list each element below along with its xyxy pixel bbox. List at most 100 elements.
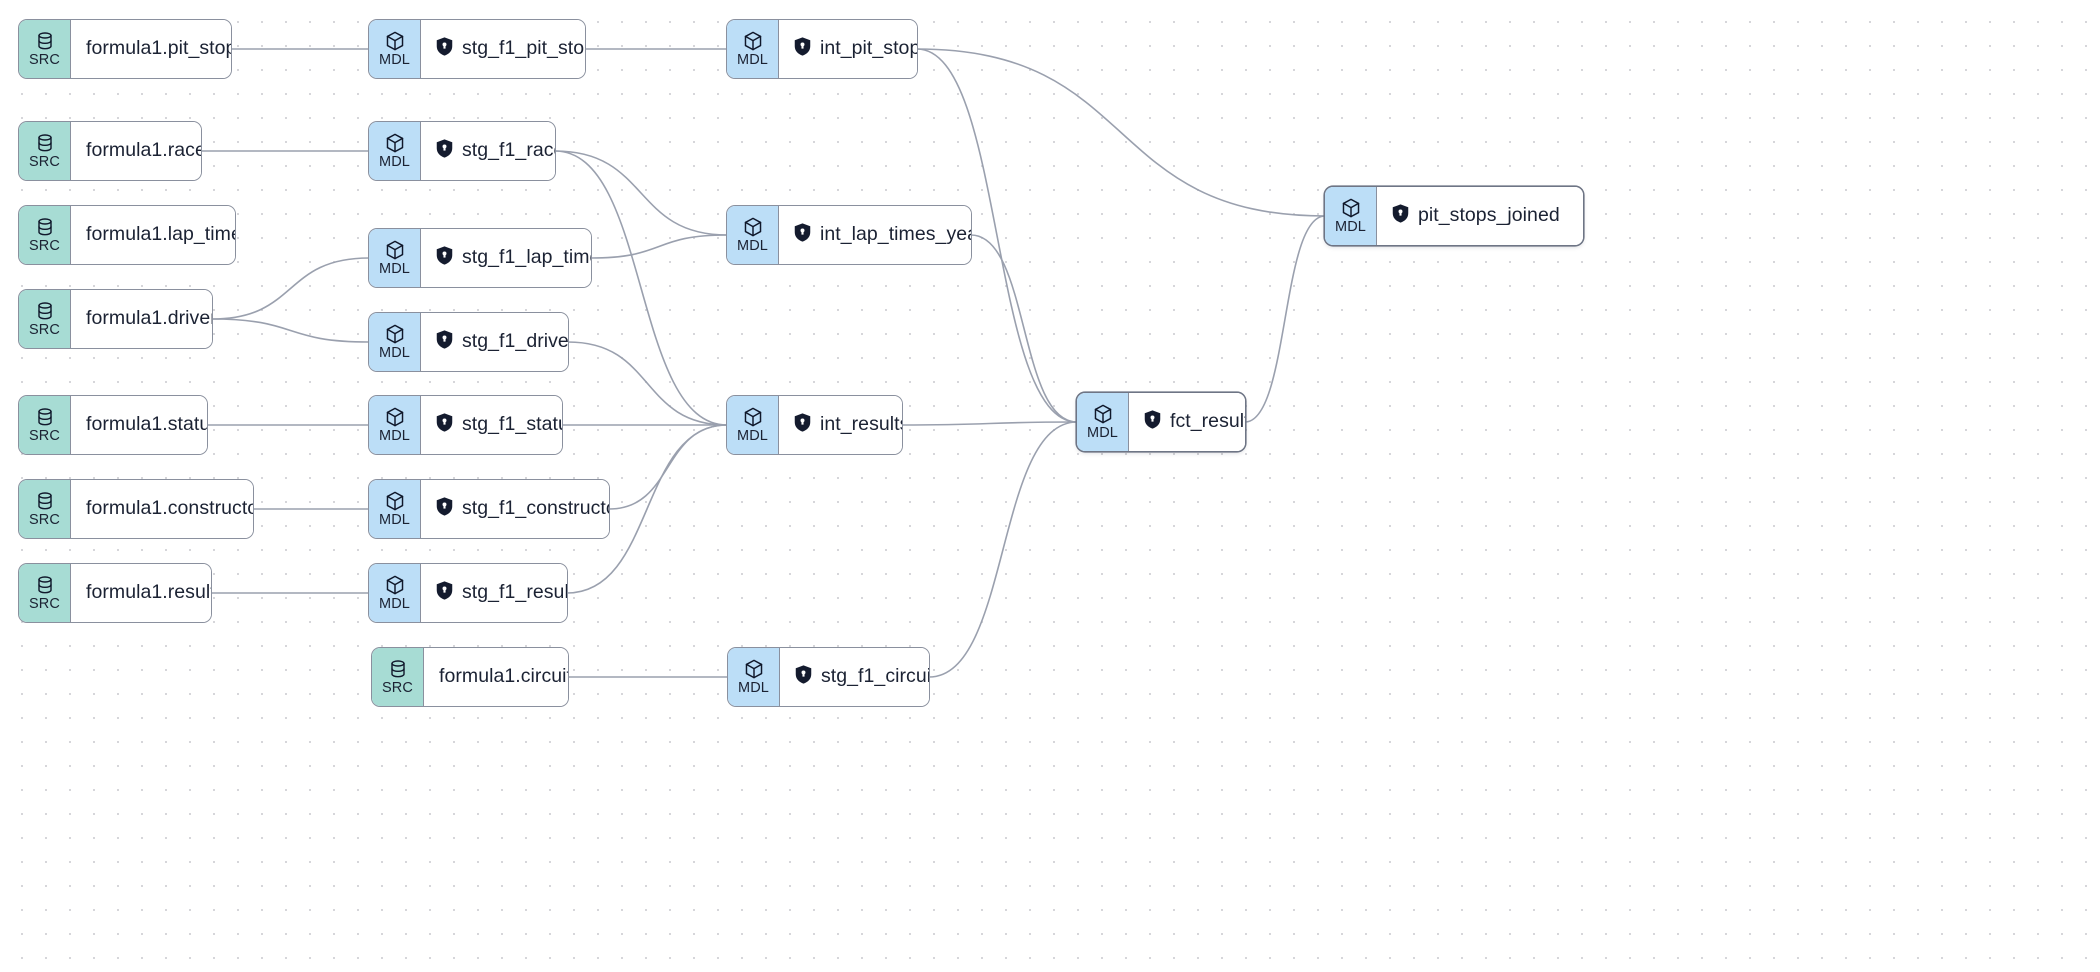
node-label: formula1.races	[86, 139, 201, 162]
node-body[interactable]: fct_results	[1129, 393, 1245, 451]
badge-label: MDL	[738, 680, 769, 696]
node-label: stg_f1_pit_stops	[462, 37, 585, 60]
lineage-node-src_lap_times[interactable]: SRC formula1.lap_times	[19, 206, 235, 264]
node-body[interactable]: stg_f1_lap_times	[421, 229, 591, 287]
node-body[interactable]: int_pit_stops	[779, 20, 917, 78]
lineage-node-src_pit_stops[interactable]: SRC formula1.pit_stops	[19, 20, 231, 78]
edge-stg_constructors-to-int_results	[608, 424, 728, 510]
lineage-node-stg_constructors[interactable]: MDL stg_f1_constructors	[369, 480, 609, 538]
node-label: pit_stops_joined	[1418, 204, 1560, 227]
node-label: stg_f1_drivers	[462, 330, 568, 353]
lineage-node-src_status[interactable]: SRC formula1.status	[19, 396, 207, 454]
src-badge: SRC	[19, 396, 71, 454]
lineage-node-src_drivers[interactable]: SRC formula1.drivers	[19, 290, 212, 348]
badge-label: MDL	[379, 512, 410, 528]
badge-label: SRC	[382, 679, 413, 696]
node-body[interactable]: formula1.drivers	[71, 290, 212, 348]
lineage-node-src_results[interactable]: SRC formula1.results	[19, 564, 211, 622]
lineage-node-stg_status[interactable]: MDL stg_f1_status	[369, 396, 562, 454]
lineage-node-stg_pit_stops[interactable]: MDL stg_f1_pit_stops	[369, 20, 585, 78]
shield-icon	[436, 246, 453, 270]
shield-icon	[794, 413, 811, 437]
database-icon	[388, 659, 408, 680]
node-body[interactable]: stg_f1_circuits	[780, 648, 929, 706]
node-body[interactable]: stg_f1_drivers	[421, 313, 568, 371]
node-body[interactable]: int_results	[779, 396, 902, 454]
node-body[interactable]: formula1.pit_stops	[71, 20, 231, 78]
cube-icon	[384, 132, 406, 154]
node-body[interactable]: stg_f1_pit_stops	[421, 20, 585, 78]
node-label: stg_f1_constructors	[462, 497, 609, 520]
node-body[interactable]: pit_stops_joined	[1377, 187, 1583, 245]
node-body[interactable]: stg_f1_constructors	[421, 480, 609, 538]
cube-icon	[742, 216, 764, 238]
node-body[interactable]: stg_f1_results	[421, 564, 567, 622]
lineage-node-int_results[interactable]: MDL int_results	[727, 396, 902, 454]
lineage-node-src_circuits[interactable]: SRC formula1.circuits	[372, 648, 568, 706]
badge-label: SRC	[29, 237, 60, 254]
lineage-node-stg_circuits[interactable]: MDL stg_f1_circuits	[728, 648, 929, 706]
lineage-node-stg_drivers[interactable]: MDL stg_f1_drivers	[369, 313, 568, 371]
node-label: formula1.results	[86, 581, 211, 604]
node-body[interactable]: formula1.constructors	[71, 480, 253, 538]
cube-icon	[384, 406, 406, 428]
shield-icon	[795, 665, 812, 689]
mdl-badge: MDL	[369, 313, 421, 371]
src-badge: SRC	[372, 648, 424, 706]
mdl-badge: MDL	[1077, 393, 1129, 451]
src-badge: SRC	[19, 290, 71, 348]
database-icon	[35, 575, 55, 596]
node-label: stg_f1_status	[462, 413, 562, 436]
lineage-node-src_constructors[interactable]: SRC formula1.constructors	[19, 480, 253, 538]
mdl-badge: MDL	[727, 20, 779, 78]
shield-icon	[794, 223, 811, 247]
node-label: int_pit_stops	[820, 37, 917, 60]
src-badge: SRC	[19, 564, 71, 622]
node-label: formula1.drivers	[86, 307, 212, 330]
cube-icon	[384, 574, 406, 596]
badge-label: MDL	[379, 428, 410, 444]
edge-stg_drivers-to-int_results	[567, 341, 728, 426]
mdl-badge: MDL	[727, 396, 779, 454]
badge-label: SRC	[29, 595, 60, 612]
node-body[interactable]: formula1.circuits	[424, 648, 568, 706]
cube-icon	[384, 239, 406, 261]
database-icon	[35, 31, 55, 52]
mdl-badge: MDL	[369, 20, 421, 78]
shield-icon	[436, 139, 453, 163]
cube-icon	[742, 406, 764, 428]
edge-src_drivers-to-stg_drivers	[211, 318, 370, 343]
lineage-node-int_pit_stops[interactable]: MDL int_pit_stops	[727, 20, 917, 78]
node-body[interactable]: formula1.status	[71, 396, 207, 454]
node-body[interactable]: stg_f1_status	[421, 396, 562, 454]
shield-icon	[436, 330, 453, 354]
node-label: stg_f1_races	[462, 139, 555, 162]
mdl-badge: MDL	[728, 648, 780, 706]
node-label: int_results	[820, 413, 902, 436]
cube-icon	[1092, 403, 1114, 425]
cube-icon	[384, 323, 406, 345]
node-body[interactable]: stg_f1_races	[421, 122, 555, 180]
shield-icon	[436, 497, 453, 521]
node-body[interactable]: int_lap_times_years	[779, 206, 971, 264]
node-body[interactable]: formula1.lap_times	[71, 206, 235, 264]
badge-label: SRC	[29, 427, 60, 444]
badge-label: MDL	[379, 261, 410, 277]
node-body[interactable]: formula1.results	[71, 564, 211, 622]
badge-label: SRC	[29, 51, 60, 68]
edge-int_results-to-fct_results	[901, 421, 1078, 426]
edge-fct_results-to-pit_stops_joined	[1244, 215, 1326, 423]
src-badge: SRC	[19, 206, 71, 264]
node-body[interactable]: formula1.races	[71, 122, 201, 180]
badge-label: SRC	[29, 511, 60, 528]
lineage-node-stg_lap_times[interactable]: MDL stg_f1_lap_times	[369, 229, 591, 287]
edge-stg_races-to-int_lap_times_years	[554, 150, 728, 236]
